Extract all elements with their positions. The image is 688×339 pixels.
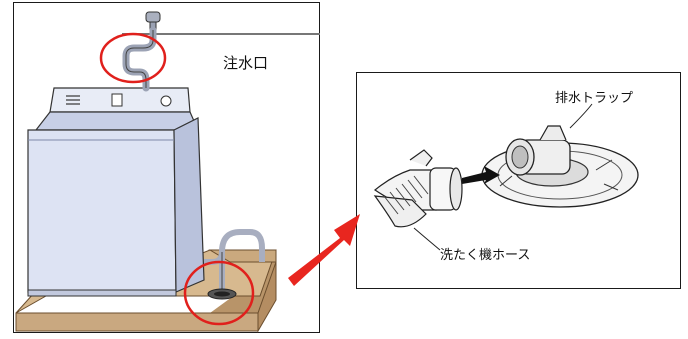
drain-trap-label: 排水トラップ <box>555 91 634 106</box>
detail-arrow-icon <box>288 214 360 286</box>
insert-arrow-icon <box>462 166 500 184</box>
drain-hose <box>204 229 265 300</box>
drain-trap-illustration <box>481 103 639 208</box>
inlet-hose <box>122 26 157 92</box>
drain-highlight-circle <box>183 260 255 326</box>
water-inlet-label: 注水口 <box>223 54 269 72</box>
inlet-highlight-circle <box>99 32 167 84</box>
hose-illustration <box>373 149 463 251</box>
washing-machine-illustration <box>27 87 205 297</box>
faucet-icon <box>122 11 320 35</box>
washer-hose-label: 洗たく機ホース <box>440 248 531 263</box>
